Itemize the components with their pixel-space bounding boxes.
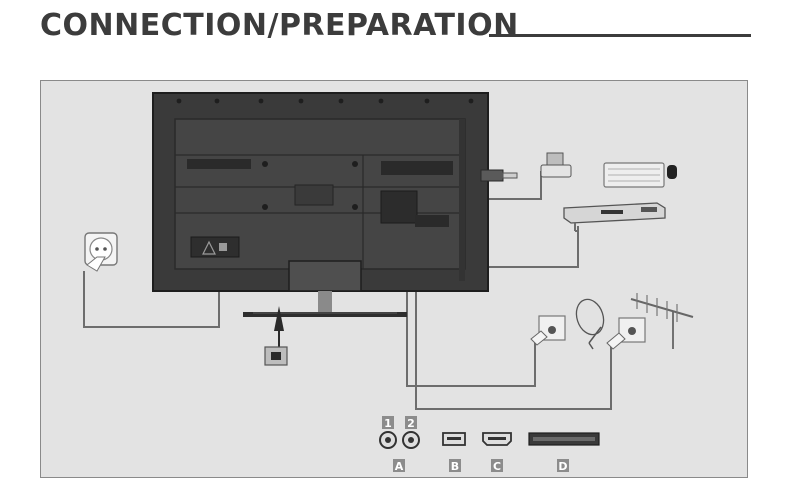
usb-stick-icon (480, 169, 518, 182)
port-c-label-box (491, 459, 503, 472)
ir-remote-icon (264, 306, 288, 366)
antenna-1-socket-icon (379, 431, 397, 449)
wall-socket-icon (84, 232, 118, 272)
keyboard-icon (603, 162, 665, 188)
ant-wall-plate (606, 317, 646, 350)
port-legend: 1 2 (379, 416, 600, 473)
antenna-cable (415, 246, 612, 410)
antenna-2-socket-icon (402, 431, 420, 449)
side-strip (459, 119, 465, 281)
antenna-2-label-box (405, 416, 417, 429)
tv-rear-icon (152, 92, 489, 317)
ci-slot-icon (528, 432, 600, 446)
vent-small (415, 215, 449, 227)
mouse-icon (667, 165, 677, 179)
port-a-label: A (395, 460, 404, 473)
set-top-box-icon (563, 202, 666, 232)
connection-panel: 1 2 (40, 80, 748, 478)
usb-port-icon (442, 432, 466, 446)
vent-left (187, 159, 251, 169)
port-d-label-box (557, 459, 569, 472)
usb-cable (477, 171, 542, 200)
power-label-box (190, 236, 240, 258)
port-d-label: D (558, 460, 567, 473)
antenna-1-label: 1 (384, 417, 392, 430)
usb-hdd-icon (540, 152, 572, 178)
vent-right (381, 161, 453, 175)
satellite-dish-icon (575, 298, 605, 350)
stand-post (318, 291, 332, 313)
hdmi-port-icon (482, 432, 512, 446)
port-b-label: B (451, 460, 459, 473)
tv-stand-neck (288, 260, 362, 292)
sat-wall-plate (530, 315, 566, 346)
roof-antenna-icon (630, 293, 694, 349)
stand-base (243, 312, 407, 317)
title-underline (489, 34, 751, 37)
page-title: CONNECTION/PREPARATION (40, 8, 519, 43)
antenna-2-label: 2 (407, 417, 415, 430)
port-block (380, 190, 418, 224)
port-a-label-box (393, 459, 405, 472)
connection-diagram: 1 2 (83, 92, 694, 473)
warning-icon (202, 240, 216, 255)
center-plate (294, 184, 334, 206)
port-b-label-box (449, 459, 461, 472)
antenna-1-label-box (382, 416, 394, 429)
port-c-label: C (493, 460, 501, 473)
